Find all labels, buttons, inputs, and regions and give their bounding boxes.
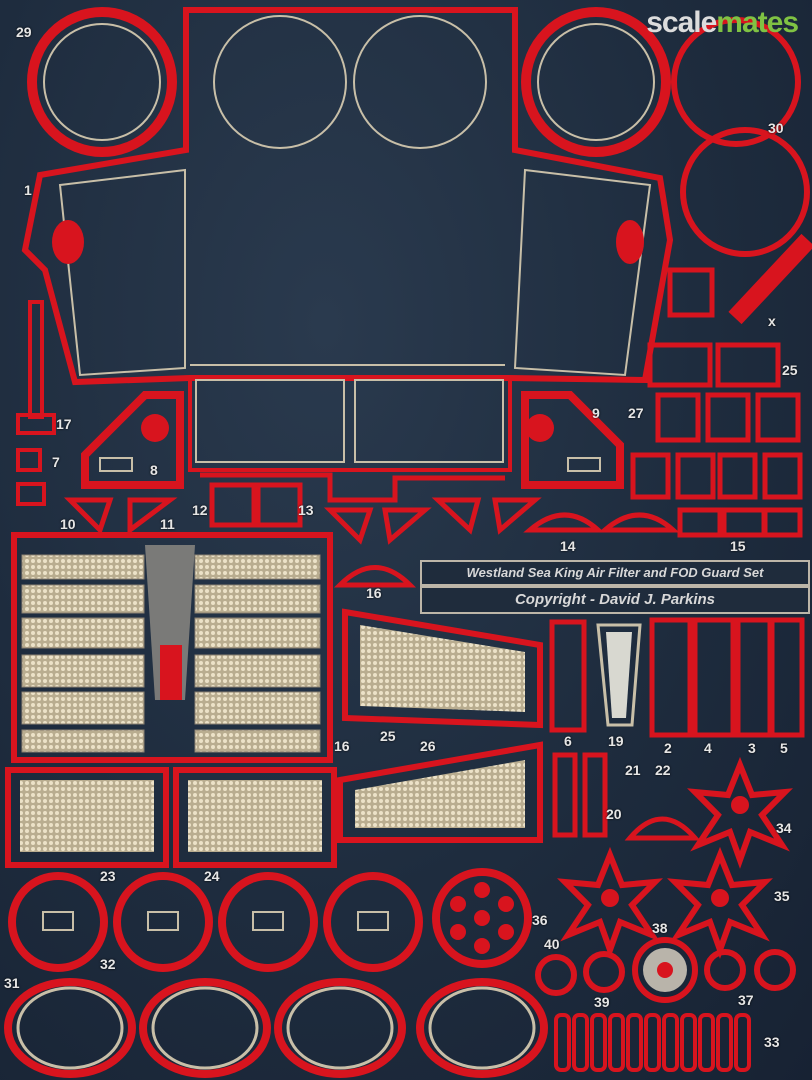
part-number-24: 24 [204, 868, 220, 884]
fret-copyright-plate: Copyright - David J. Parkins [420, 586, 810, 614]
part-number-13: 13 [298, 502, 314, 518]
part-number-9: 9 [592, 405, 600, 421]
part-number-40: 40 [544, 936, 560, 952]
ring-30 [671, 17, 801, 147]
part-number-5: 5 [780, 740, 788, 756]
watermark-part1: scale [646, 6, 717, 39]
part-number-39: 39 [594, 994, 610, 1010]
part-number-26: 26 [420, 738, 436, 754]
watermark-part2: mates [716, 6, 799, 39]
part-number-8: 8 [150, 462, 158, 478]
top-rings [27, 7, 810, 257]
part-number-12: 12 [192, 502, 208, 518]
part-number-34: 34 [776, 820, 792, 836]
part-number-30: 30 [768, 120, 784, 136]
scalemates-watermark: scalemates [646, 6, 799, 40]
part-number-2: 2 [664, 740, 672, 756]
part-number-33: 33 [764, 1034, 780, 1050]
part-number-10: 10 [60, 516, 76, 532]
main-frame-1 [21, 7, 674, 386]
part-number-29: 29 [16, 24, 32, 40]
part-number-31: 31 [4, 975, 20, 991]
fret-title-plate: Westland Sea King Air Filter and FOD Gua… [420, 560, 810, 586]
part-number-1: 1 [24, 182, 32, 198]
part-number-14: 14 [560, 538, 576, 554]
part-number-22: 22 [655, 762, 671, 778]
part-number-6: 6 [564, 733, 572, 749]
part-number-11: 11 [160, 516, 175, 532]
part-number-21: 21 [625, 762, 641, 778]
part-number-37: 37 [738, 992, 754, 1008]
part-number-x: x [768, 313, 776, 329]
part-number-15: 15 [730, 538, 746, 554]
part-number-35: 35 [774, 888, 790, 904]
part-number-32: 32 [100, 956, 116, 972]
part-number-17: 17 [56, 416, 72, 432]
part-number-16-top: 16 [366, 585, 382, 601]
part-number-25: 25 [380, 728, 396, 744]
part-number-7: 7 [52, 454, 60, 470]
part-number-23: 23 [100, 868, 116, 884]
ring-29 [27, 7, 177, 157]
part-number-4: 4 [704, 740, 712, 756]
part-number-36: 36 [532, 912, 548, 928]
plate-title: Westland Sea King Air Filter and FOD Gua… [466, 565, 764, 580]
part-number-16-bottom: 16 [334, 738, 350, 754]
part-number-38: 38 [652, 920, 668, 936]
part-number-27: 27 [628, 405, 644, 421]
part-number-28: 25 [782, 362, 798, 378]
part-number-19: 19 [608, 733, 624, 749]
mesh-frame-18 [11, 532, 333, 763]
part-number-3: 3 [748, 740, 756, 756]
part-number-20: 20 [606, 806, 622, 822]
plate-copyright: Copyright - David J. Parkins [514, 591, 716, 608]
